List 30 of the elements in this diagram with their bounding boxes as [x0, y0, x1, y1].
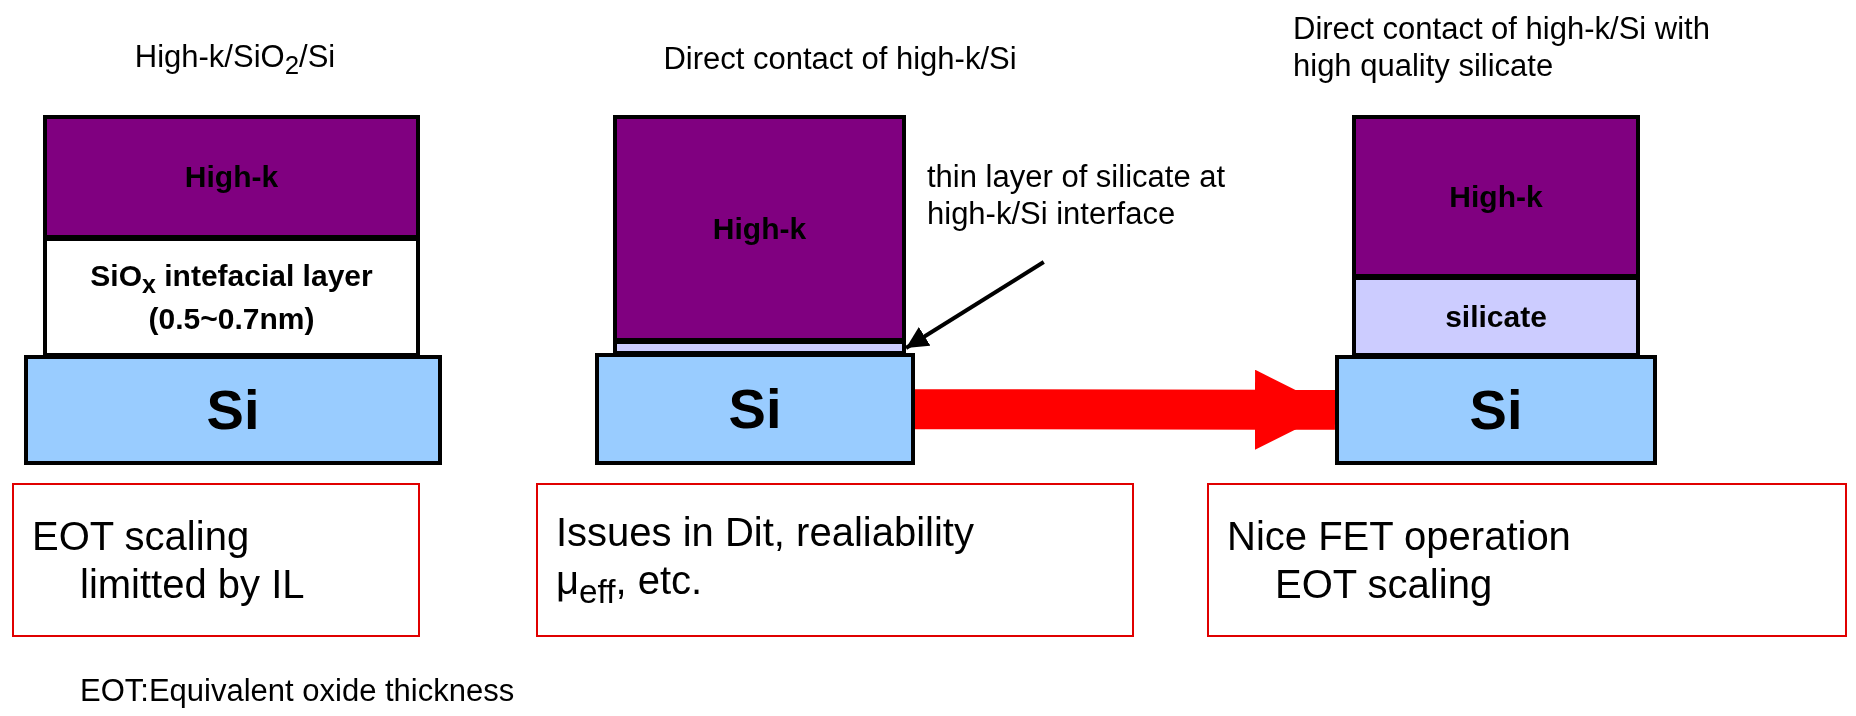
silicon-substrate: [1335, 355, 1657, 465]
stack-heading: Direct contact of high-k/Si with high quality silicate: [1293, 10, 1711, 85]
layer-label: Si: [1469, 377, 1523, 443]
note-text: EOT scaling: [1274, 561, 1493, 608]
high-k-layer: [1352, 115, 1640, 278]
layer-label: SiO$_{x}$ intefacial layer (0.5~0.7nm): [89, 257, 374, 337]
note-text: Issues in Dit, realiability μ$_{eff}$, etc.: [556, 509, 975, 612]
layer-label: High-k: [1449, 178, 1543, 215]
footnote: EOT:Equivalent oxide thickness: [80, 672, 516, 710]
note-box: [1207, 483, 1847, 637]
silicon-substrate: [24, 355, 442, 465]
note-box: [536, 483, 1134, 637]
annotation-text: thin layer of silicate at high-k/Si interface: [927, 128, 1227, 262]
note-text: EOT scaling limitted by IL: [32, 513, 306, 608]
block-arrow: [915, 369, 1335, 450]
note-box: [12, 483, 420, 637]
layer-label: Si: [206, 377, 260, 443]
layer-label: silicate: [1445, 298, 1547, 335]
interfacial-layer: [43, 237, 420, 357]
high-k-layer: [613, 115, 906, 342]
leader-arrow: [904, 260, 1045, 350]
silicon-substrate: [595, 353, 915, 465]
layer-label: High-k: [184, 159, 279, 196]
layer-label: Si: [728, 376, 782, 442]
stack-heading: Direct contact of high-k/Si: [662, 40, 1018, 78]
silicate-layer: [1352, 276, 1640, 357]
layer-label: High-k: [712, 210, 807, 247]
stack-heading: High-k/SiO$_{2}$/Si: [133, 38, 337, 82]
note-text: Nice FET operation: [1227, 513, 1571, 560]
high-k-layer: [43, 115, 420, 239]
